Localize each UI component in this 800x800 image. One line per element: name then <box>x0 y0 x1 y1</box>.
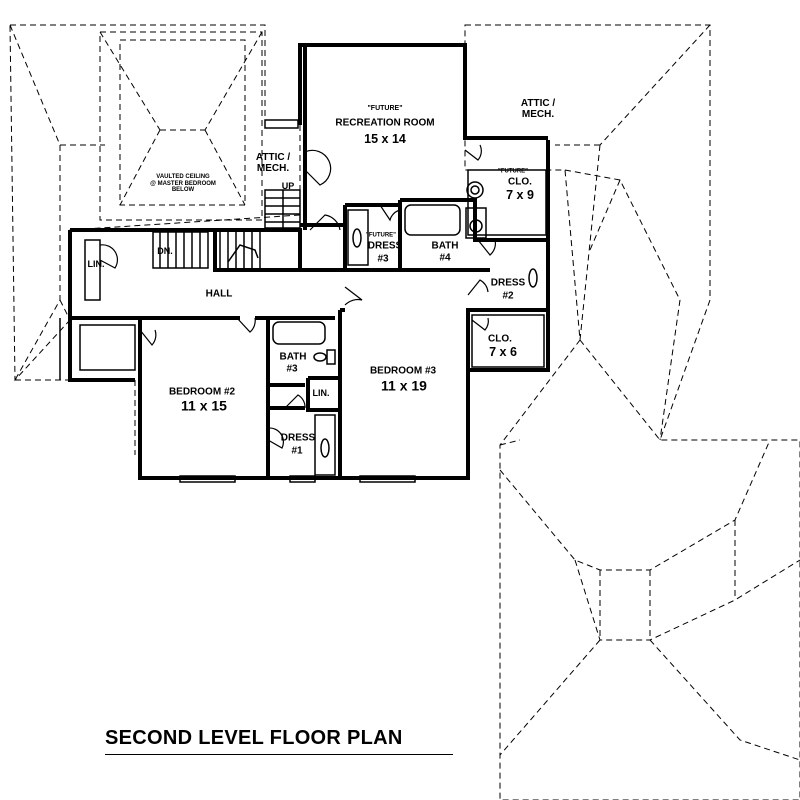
roof-outline <box>9 24 800 800</box>
dress1-num: #1 <box>291 445 303 457</box>
future-closet-tag: "FUTURE" <box>497 168 529 175</box>
linen-mid-label: LIN. <box>312 388 330 399</box>
bath4-num: #4 <box>439 252 451 264</box>
bedroom3-size: 11 x 19 <box>381 377 427 394</box>
dress3-tag: "FUTURE" <box>365 232 397 239</box>
closet2-name: CLO. <box>488 333 512 345</box>
attic-mech-right: ATTIC / MECH. <box>520 98 556 120</box>
plan-title-block: SECOND LEVEL FLOOR PLAN <box>105 727 453 755</box>
dress2-num: #2 <box>502 290 514 302</box>
vaulted-ceiling-note: VAULTED CEILING @ MASTER BEDROOM BELOW <box>150 174 216 194</box>
recreation-room-tag: "FUTURE" <box>367 105 403 113</box>
dress3-num: #3 <box>377 253 389 265</box>
future-closet-size: 7 x 9 <box>506 188 534 203</box>
stair-up-label: UP <box>281 181 295 192</box>
bedroom2-name: BEDROOM #2 <box>168 386 236 398</box>
bedroom3-name: BEDROOM #3 <box>369 365 437 377</box>
attic-mech-left: ATTIC / MECH. <box>255 152 291 174</box>
recreation-room-name: RECREATION ROOM <box>335 117 435 129</box>
closet2-size: 7 x 6 <box>489 345 517 360</box>
door-swings <box>99 144 496 449</box>
recreation-room-size: 15 x 14 <box>364 132 406 147</box>
bath3-name: BATH <box>279 351 307 363</box>
bath4-name: BATH <box>431 240 459 252</box>
walls <box>68 43 550 480</box>
future-closet-name: CLO. <box>508 176 532 188</box>
dress2-name: DRESS <box>490 277 526 289</box>
interior-lines <box>59 119 547 483</box>
hall-label: HALL <box>205 288 233 300</box>
bedroom2-size: 11 x 15 <box>181 397 227 414</box>
linen-left-label: LIN. <box>87 259 105 270</box>
bath3-num: #3 <box>286 363 298 375</box>
stair-down-label: DN. <box>157 246 173 257</box>
plan-title: SECOND LEVEL FLOOR PLAN <box>105 727 403 749</box>
title-underline <box>105 754 453 755</box>
dress3-name: DRESS <box>367 240 403 252</box>
dress1-name: DRESS <box>280 432 316 444</box>
